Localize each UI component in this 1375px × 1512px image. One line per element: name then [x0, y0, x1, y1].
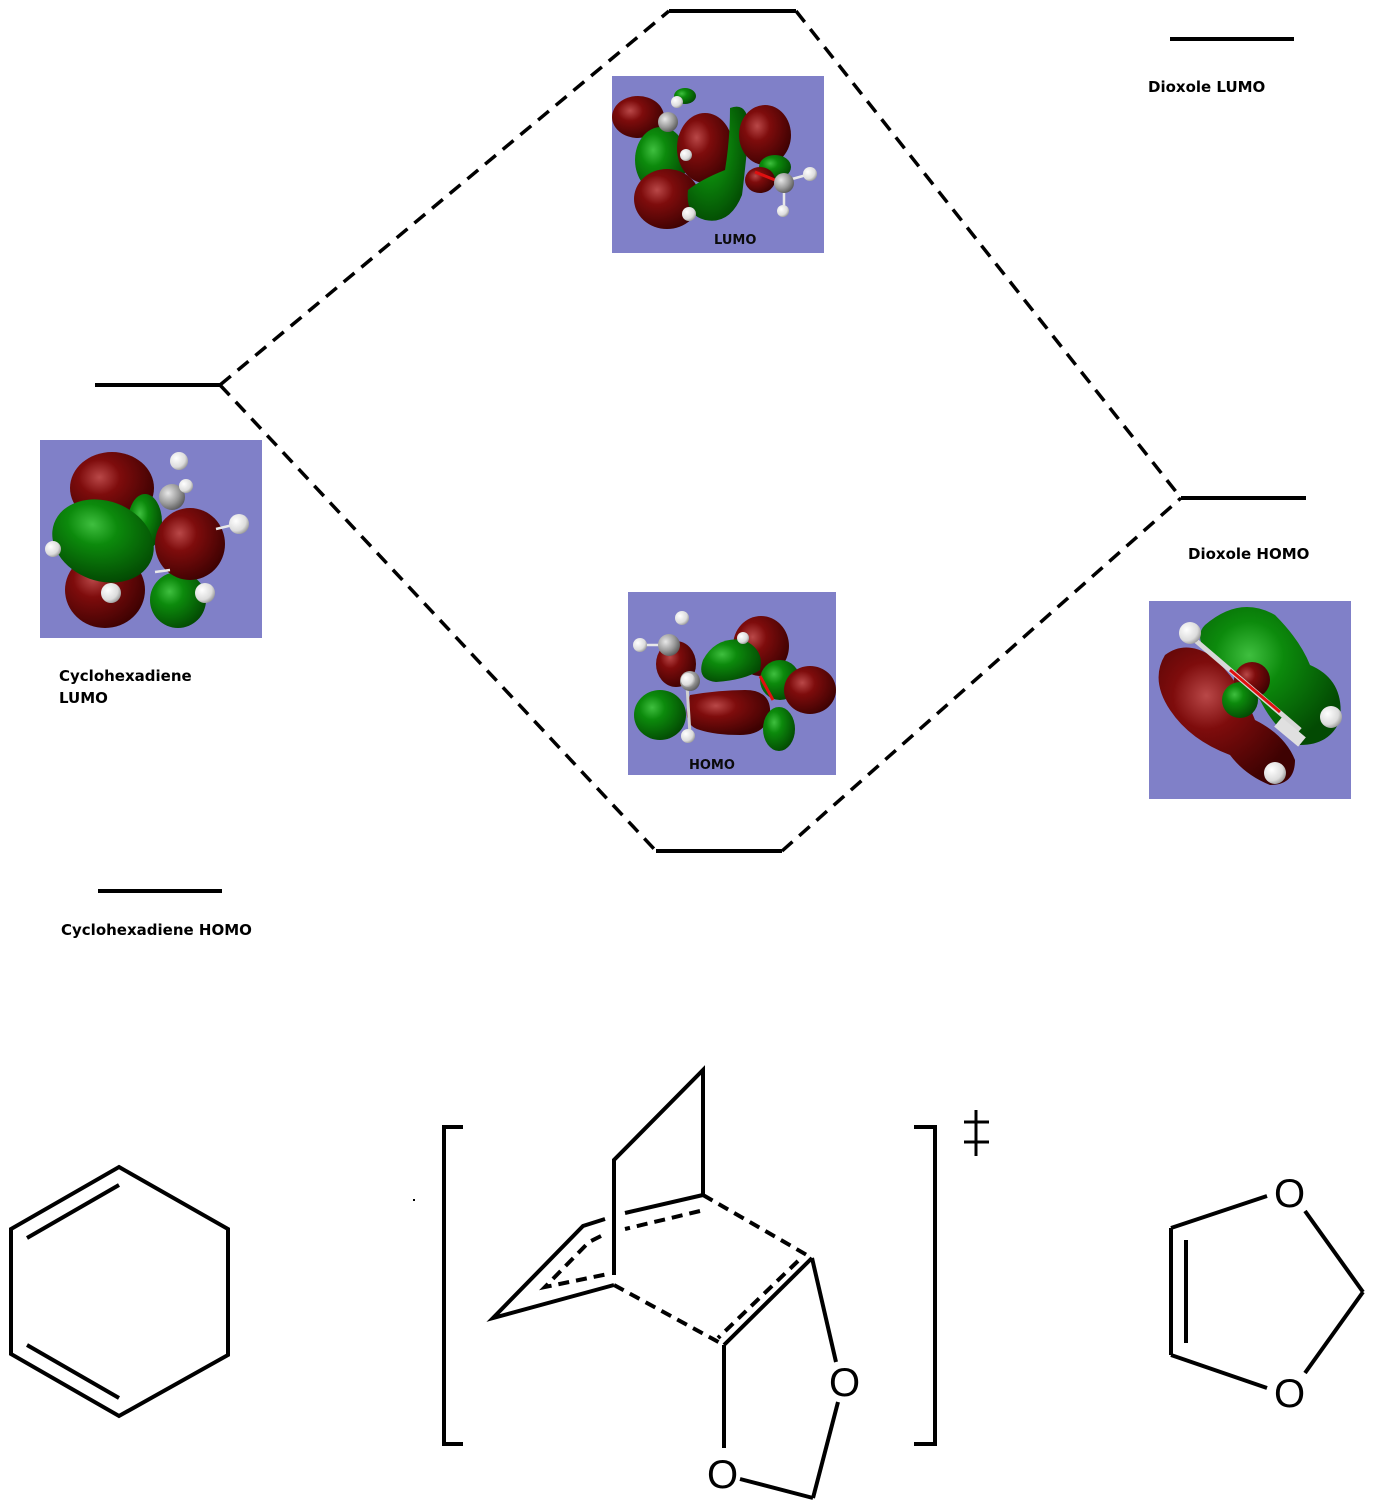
double-dagger-symbol: [964, 1110, 989, 1156]
ts-bridge: [612, 1065, 705, 1275]
ts-bond-c1-upper: [624, 1193, 704, 1215]
correlation-lines: [218, 9, 1183, 853]
cyclohexadiene-structure: [9, 1164, 230, 1419]
dioxole-oxygen-bottom: O: [1274, 1372, 1305, 1416]
ts-bond-o-ch2-right: [811, 1401, 840, 1499]
energy-levels: [95, 9, 1306, 893]
cyclohexadiene-lumo-label-line2: LUMO: [59, 689, 108, 707]
dioxole-bond-o-c-bottom: [1170, 1353, 1268, 1390]
cyclohexadiene-ring: [9, 1164, 230, 1419]
ts-oxygen-left: O: [707, 1453, 738, 1497]
cyclohexadiene-double-bond-bottom: [26, 1343, 120, 1400]
ts-lumo-orbital-image: LUMO: [612, 76, 824, 253]
ts-homo-orbital-image: HOMO: [628, 592, 836, 775]
cyclohexadiene-lumo-orbital-image: [40, 440, 262, 638]
ts-partial-bond-lower-diene: [538, 1234, 609, 1291]
ts-bond-o-ch2-left: [739, 1477, 814, 1500]
right-bracket: [914, 1125, 937, 1446]
dioxole-bond-ch2-o-bottom: [1303, 1290, 1365, 1375]
dioxole-structure: [1169, 1194, 1365, 1390]
cyclohexadiene-double-bond-top: [26, 1183, 120, 1240]
dioxole-homo-label: Dioxole HOMO: [1188, 545, 1309, 563]
correlation-ts-homo-to-dioxole-homo: [780, 496, 1183, 853]
correlation-cyclohexadiene-lumo-to-ts-lumo: [218, 9, 671, 387]
ts-forming-bond-lower: [613, 1283, 725, 1347]
cyclohexadiene-lumo-label-line1: Cyclohexadiene: [59, 667, 192, 685]
left-bracket: [442, 1125, 463, 1446]
dioxole-bond-o-ch2-top: [1303, 1209, 1365, 1294]
ts-homo-label: HOMO: [689, 758, 735, 773]
ts-bond-c-o-right: [810, 1257, 838, 1363]
correlation-ts-lumo-to-dioxole-homo: [794, 9, 1183, 500]
ts-oxygen-right: O: [829, 1361, 860, 1405]
ts-bond-dienophile: [722, 1256, 814, 1347]
ts-partial-bond-upper-diene: [624, 1209, 701, 1231]
ts-partial-bond-dienophile: [716, 1259, 800, 1340]
transition-state-structure: O O: [413, 1065, 989, 1500]
dioxole-oxygen-top: O: [1274, 1172, 1305, 1216]
dioxole-homo-orbital-image: [1149, 601, 1351, 799]
dioxole-lumo-label: Dioxole LUMO: [1148, 78, 1265, 96]
cyclohexadiene-homo-label: Cyclohexadiene HOMO: [61, 921, 252, 939]
correlation-cyclohexadiene-lumo-to-ts-homo: [218, 383, 658, 853]
dioxole-bond-c-o-top: [1170, 1194, 1268, 1230]
ts-bond-upper-left: [486, 1217, 615, 1322]
ts-forming-bond-upper: [701, 1193, 814, 1260]
ts-lumo-label: LUMO: [714, 233, 756, 248]
